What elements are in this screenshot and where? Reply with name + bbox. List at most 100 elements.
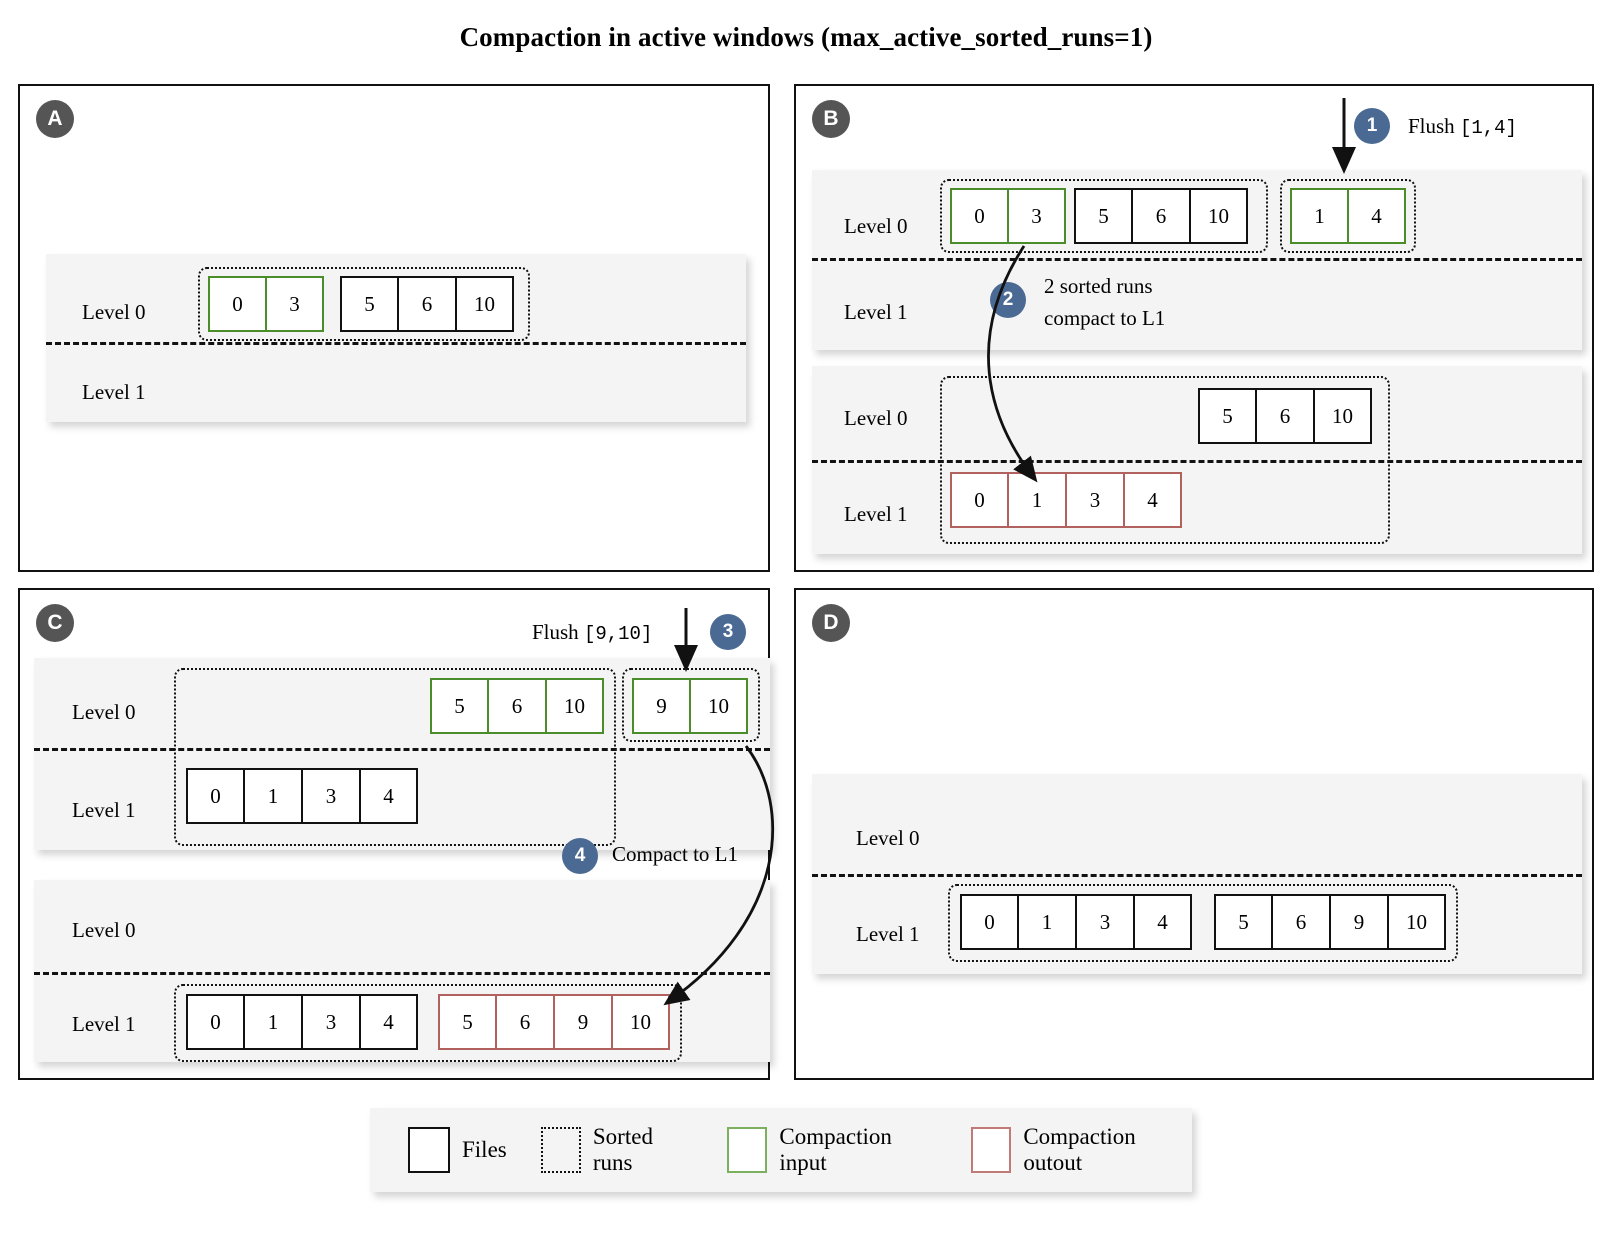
file-cell: 6 [496,994,554,1050]
step-badge-1: 1 [1354,108,1390,144]
file-cell: 3 [266,276,324,332]
file-cell: 1 [1290,188,1348,244]
file-cell: 0 [950,472,1008,528]
panel-d-lsm: Level 0 Level 1 0 1 3 4 5 6 9 10 [812,774,1582,974]
file-group-compaction-input: 1 4 [1290,188,1406,244]
panel-c-lsm-after: Level 0 Level 1 0 1 3 4 5 6 9 10 [34,880,770,1062]
file-cell: 5 [1198,388,1256,444]
flush-range: [1,4] [1459,117,1517,139]
level1-label: Level 1 [844,300,908,324]
panel-b: B 1 Flush [1,4] Level 0 Level 1 0 3 5 6 … [794,84,1594,572]
file-group-files: 0 1 3 4 [186,994,418,1050]
panel-d: D Level 0 Level 1 0 1 3 4 5 6 9 10 [794,588,1594,1080]
level0-label: Level 0 [72,700,136,724]
file-cell: 0 [960,894,1018,950]
panel-badge-a: A [36,100,74,138]
compact-annotation: Compact to L1 [612,842,738,866]
page-title: Compaction in active windows (max_active… [459,22,1153,52]
panel-b-lsm-after: Level 0 Level 1 5 6 10 0 1 3 4 [812,366,1582,554]
file-cell: 4 [1348,188,1406,244]
file-group-files: 5 6 10 [1074,188,1248,244]
legend-label: Files [462,1137,507,1162]
file-cell: 6 [1132,188,1190,244]
level1-label: Level 1 [72,1012,136,1036]
file-cell: 9 [632,678,690,734]
files-swatch-icon [408,1127,450,1173]
file-cell: 5 [430,678,488,734]
file-cell: 10 [1388,894,1446,950]
file-cell: 6 [398,276,456,332]
file-cell: 1 [1008,472,1066,528]
flush-label: Flush [1408,114,1455,138]
level-divider [34,748,770,751]
file-group-files: 5 6 10 [1198,388,1372,444]
compact-line-1: 2 sorted runs [1044,274,1153,298]
level0-label: Level 0 [856,826,920,850]
file-cell: 4 [1134,894,1192,950]
sorted-run [940,179,1268,253]
level0-label: Level 0 [844,214,908,238]
file-cell: 0 [186,768,244,824]
file-cell: 1 [244,768,302,824]
flush-range: [9,10] [583,623,653,645]
step-badge-4: 4 [562,838,598,874]
file-group-files: 5 6 9 10 [1214,894,1446,950]
file-group-compaction-output: 0 1 3 4 [950,472,1182,528]
file-cell: 6 [1256,388,1314,444]
sorted-run [174,668,616,846]
legend-label: Compaction outout [1023,1124,1136,1175]
level0-label: Level 0 [72,918,136,942]
file-group-compaction-input: 9 10 [632,678,748,734]
file-cell: 4 [360,768,418,824]
panel-c-lsm-before: Level 0 Level 1 5 6 10 9 10 0 1 3 4 [34,658,770,850]
file-cell: 4 [1124,472,1182,528]
file-cell: 5 [438,994,496,1050]
sorted-run [948,884,1458,962]
file-group-compaction-input: 5 6 10 [430,678,604,734]
panel-badge-b: B [812,100,850,138]
file-cell: 10 [690,678,748,734]
level1-label: Level 1 [856,922,920,946]
file-cell: 6 [1272,894,1330,950]
level0-label: Level 0 [844,406,908,430]
file-cell: 3 [302,994,360,1050]
file-cell: 3 [302,768,360,824]
legend-item-sorted-runs: Sorted runs [540,1124,693,1176]
sorted-runs-swatch-icon [540,1127,581,1173]
legend: Files Sorted runs Compaction input Compa… [370,1108,1192,1192]
file-cell: 10 [546,678,604,734]
sorted-run [198,267,530,341]
flush-annotation: Flush [1,4] [1408,110,1517,144]
file-cell: 3 [1076,894,1134,950]
legend-item-files: Files [408,1127,507,1173]
level1-label: Level 1 [844,502,908,526]
sorted-run [174,984,682,1062]
file-cell: 6 [488,678,546,734]
panel-a: A Level 0 Level 1 0 3 5 6 10 [18,84,770,572]
file-group-files: 5 6 10 [340,276,514,332]
file-cell: 10 [456,276,514,332]
file-cell: 5 [1074,188,1132,244]
file-cell: 10 [1190,188,1248,244]
file-cell: 3 [1066,472,1124,528]
panel-c: C Flush [9,10] 3 Level 0 Level 1 5 6 10 … [18,588,775,1080]
panel-badge-d: D [812,604,850,642]
file-group-compaction-input: 0 3 [950,188,1066,244]
panel-a-lsm: Level 0 Level 1 0 3 5 6 10 [46,254,746,422]
legend-item-compaction-output: Compaction outout [971,1124,1192,1176]
file-cell: 0 [950,188,1008,244]
level-divider [812,874,1582,877]
file-group-files: 0 1 3 4 [960,894,1192,950]
step-badge-3: 3 [710,614,746,650]
level-divider [812,460,1582,463]
compaction-output-swatch-icon [971,1127,1012,1173]
level0-label: Level 0 [82,300,146,324]
file-cell: 10 [1314,388,1372,444]
legend-label: Compaction input [779,1124,892,1175]
compaction-input-swatch-icon [727,1127,768,1173]
level-divider [812,258,1582,261]
file-group-compaction-input: 0 3 [208,276,324,332]
level1-label: Level 1 [72,798,136,822]
file-cell: 5 [1214,894,1272,950]
